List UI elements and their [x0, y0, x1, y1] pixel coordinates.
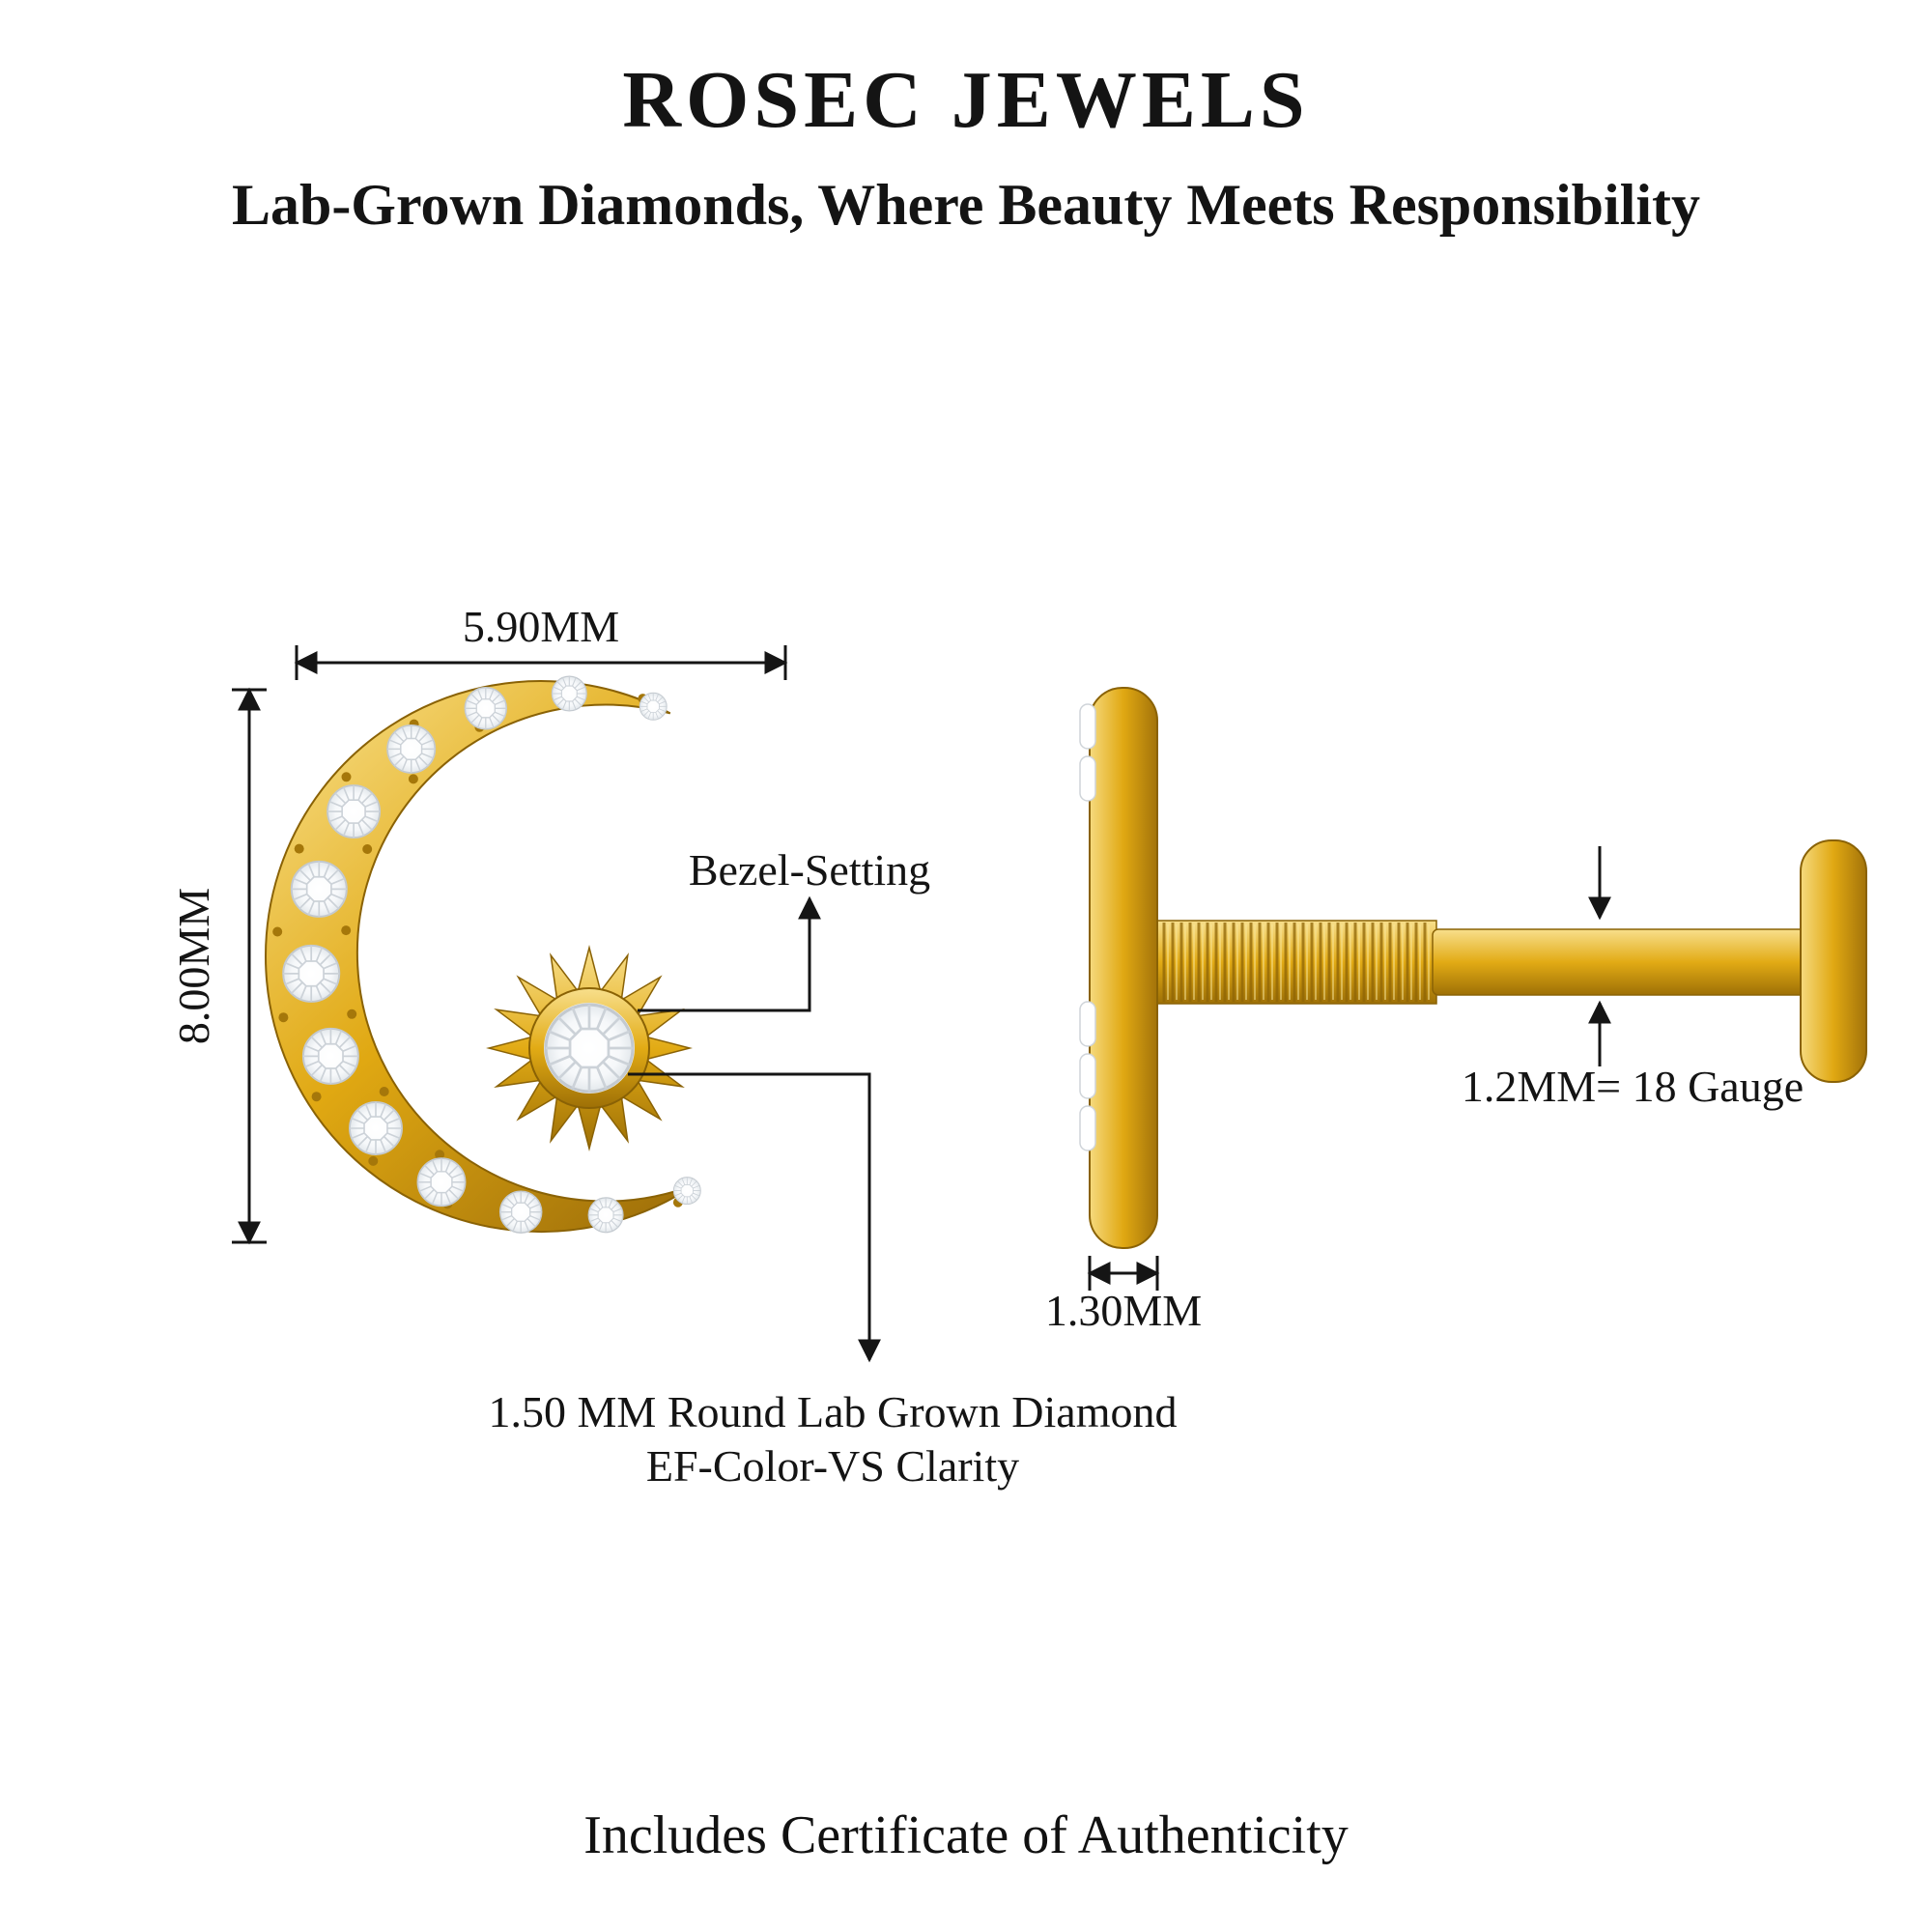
earring-front-view: [265, 675, 701, 1234]
stone-leader-line: [628, 1072, 881, 1363]
post-pin: [1432, 928, 1810, 996]
brand-tagline: Lab-Grown Diamonds, Where Beauty Meets R…: [231, 173, 1701, 237]
bezel-leader-line: [638, 895, 821, 1012]
center-diamond: [544, 1003, 635, 1094]
stone-spec-label-line2: EF-Color-VS Clarity: [646, 1441, 1019, 1491]
dimension-annotations: [232, 645, 1611, 1363]
earring-side-view: [1079, 687, 1867, 1249]
stone-spec-label-line1: 1.50 MM Round Lab Grown Diamond: [489, 1387, 1178, 1436]
sun-motif: [486, 945, 693, 1151]
header: ROSEC JEWELS Lab-Grown Diamonds, Where B…: [0, 53, 1932, 239]
flat-back-disc: [1800, 839, 1867, 1083]
side-view-stone-edges: [1079, 703, 1096, 1151]
brand-title: ROSEC JEWELS: [622, 55, 1310, 145]
screw-threads: [1162, 923, 1430, 1002]
bezel-setting-label: Bezel-Setting: [689, 845, 930, 895]
gauge-label: 1.2MM= 18 Gauge: [1462, 1062, 1804, 1111]
width-dimension-label: 5.90MM: [463, 602, 619, 651]
thickness-label: 1.30MM: [1045, 1286, 1202, 1335]
front-disc-profile: [1089, 687, 1158, 1249]
height-dimension-label: 8.00MM: [169, 888, 218, 1044]
certificate-note: Includes Certificate of Authenticity: [583, 1805, 1349, 1865]
